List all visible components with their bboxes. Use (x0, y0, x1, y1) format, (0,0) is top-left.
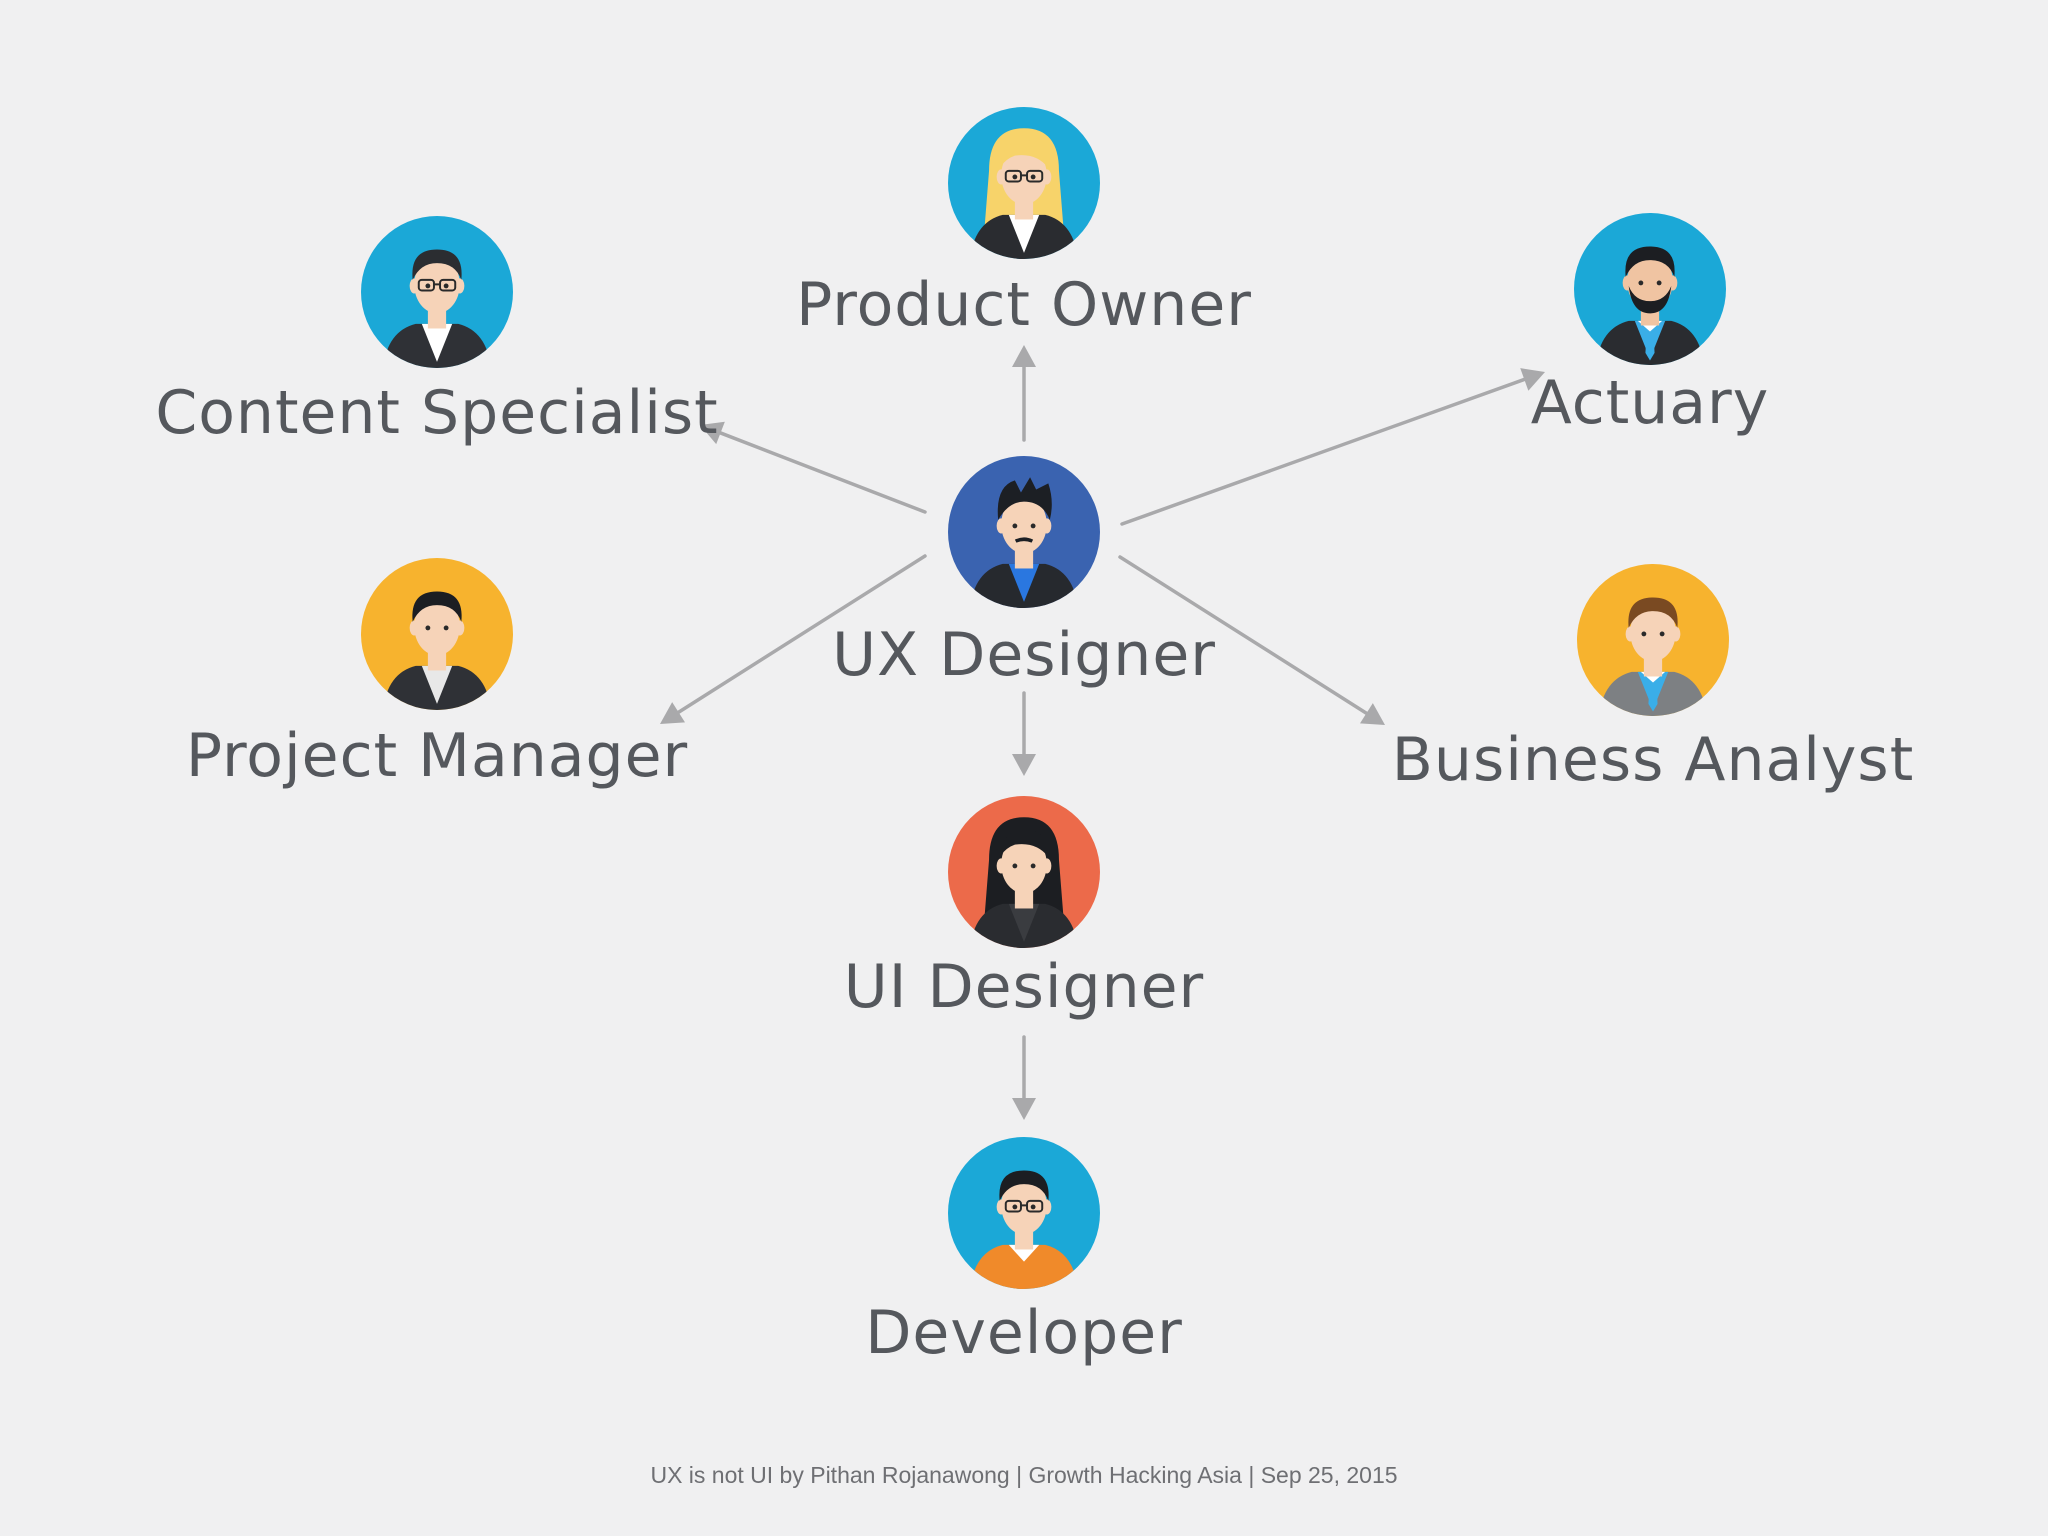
arrow-ux-designer-to-ui-designer (1012, 691, 1036, 776)
role-label-product-owner: Product Owner (796, 270, 1252, 340)
role-label-ux-designer: UX Designer (832, 620, 1216, 690)
man-suit-tie-avatar-icon (1577, 564, 1729, 716)
woman-avatar-icon (948, 796, 1100, 948)
woman-blonde-glasses-avatar-icon (948, 107, 1100, 259)
man-beard-tie-avatar-icon (1574, 213, 1726, 365)
role-label-actuary: Actuary (1530, 368, 1770, 438)
arrow-ux-designer-to-business-analyst (1118, 555, 1385, 725)
role-label-ui-designer: UI Designer (843, 952, 1205, 1022)
arrow-ux-designer-to-content-specialist (700, 421, 927, 514)
man-glasses-avatar-icon (361, 216, 513, 368)
role-label-developer: Developer (865, 1298, 1183, 1368)
arrow-ui-designer-to-developer (1012, 1035, 1036, 1120)
man-avatar-icon (361, 558, 513, 710)
man-beard-avatar-icon (948, 456, 1100, 608)
footer-credit: UX is not UI by Pithan Rojanawong | Grow… (650, 1462, 1398, 1488)
role-label-project-manager: Project Manager (185, 721, 689, 791)
arrow-ux-designer-to-actuary (1120, 368, 1545, 526)
role-label-content-specialist: Content Specialist (155, 378, 719, 448)
man-glasses-orange-avatar-icon (948, 1137, 1100, 1289)
arrow-ux-designer-to-product-owner (1012, 345, 1036, 442)
role-label-business-analyst: Business Analyst (1391, 725, 1915, 795)
arrow-ux-designer-to-project-manager (660, 554, 927, 724)
